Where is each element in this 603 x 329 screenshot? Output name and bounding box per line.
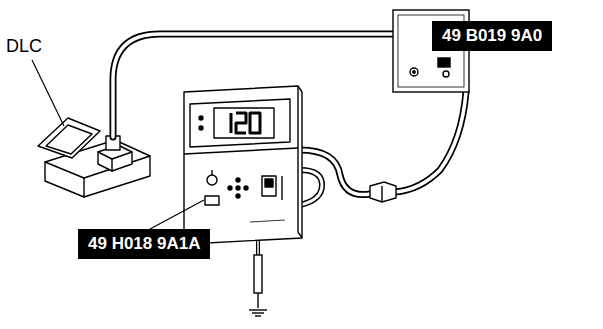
leader-line xyxy=(150,200,204,229)
inline-connector xyxy=(370,182,396,202)
self-diagnosis-checker xyxy=(184,86,302,244)
part-label: DLC xyxy=(4,36,44,57)
leader-line xyxy=(32,60,64,126)
ground-lead xyxy=(249,241,267,316)
dlc-connector xyxy=(38,118,150,197)
tool-number: 49 B019 9A0 xyxy=(432,21,552,51)
tool-number: 49 H018 9A1A xyxy=(78,229,210,259)
